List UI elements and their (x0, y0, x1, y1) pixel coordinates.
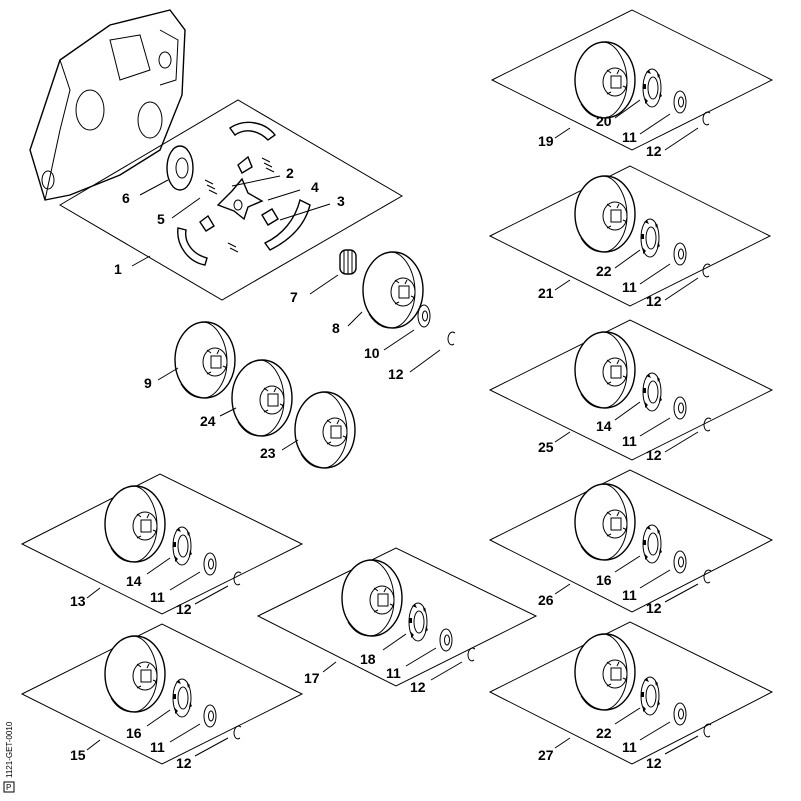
part-label-4: 4 (311, 179, 319, 195)
variant-panel-26 (488, 469, 774, 613)
part-label-24: 24 (200, 413, 216, 429)
part-label-12: 12 (176, 601, 192, 617)
part-label-22: 22 (596, 725, 612, 741)
part-label-3: 3 (337, 193, 345, 209)
part-label-21: 21 (538, 285, 554, 301)
part-label-19: 19 (538, 133, 554, 149)
variant-panel-15 (20, 623, 304, 765)
part-label-9: 9 (144, 375, 152, 391)
part-label-22: 22 (596, 263, 612, 279)
part-label-11: 11 (386, 665, 401, 681)
part-label-14: 14 (596, 418, 612, 434)
variant-panel-17 (256, 547, 538, 687)
part-label-12: 12 (388, 366, 404, 382)
part-label-25: 25 (538, 439, 554, 455)
part-label-11: 11 (622, 587, 637, 603)
part-label-5: 5 (157, 211, 165, 227)
part-label-12: 12 (646, 293, 662, 309)
drum-group-9-24-23 (157, 321, 356, 469)
part-label-12: 12 (410, 679, 426, 695)
part-label-12: 12 (646, 143, 662, 159)
part-label-12: 12 (176, 755, 192, 771)
code-badge-box (3, 781, 15, 793)
part-label-7: 7 (290, 289, 298, 305)
part-label-27: 27 (538, 747, 554, 763)
housing-drawing (29, 9, 186, 201)
part-label-11: 11 (622, 279, 637, 295)
part-label-12: 12 (646, 447, 662, 463)
variant-panel-27 (488, 621, 774, 765)
part-label-26: 26 (538, 592, 554, 608)
part-label-16: 16 (596, 572, 612, 588)
clutch-assembly-panel (59, 99, 403, 301)
part-label-8: 8 (332, 320, 340, 336)
drawing-code: 1121-GET-0010 (5, 721, 14, 778)
variant-panel-13 (20, 473, 304, 615)
code-badge: P (6, 783, 11, 792)
part-label-17: 17 (304, 670, 320, 686)
part-label-13: 13 (70, 593, 86, 609)
part-label-11: 11 (622, 739, 637, 755)
part-label-18: 18 (360, 651, 376, 667)
part-label-15: 15 (70, 747, 86, 763)
variant-panel-21 (488, 165, 772, 307)
part-label-2: 2 (286, 165, 294, 181)
part-label-12: 12 (646, 600, 662, 616)
part-label-12: 12 (646, 755, 662, 771)
part-label-10: 10 (364, 345, 380, 361)
part-label-11: 11 (622, 129, 637, 145)
part-label-11: 11 (622, 433, 637, 449)
drum-group-8 (309, 249, 456, 373)
part-label-20: 20 (596, 113, 612, 129)
part-label-11: 11 (150, 739, 165, 755)
part-label-14: 14 (126, 573, 142, 589)
variant-panel-25 (488, 319, 774, 461)
variant-panel-19 (490, 9, 774, 151)
part-label-6: 6 (122, 190, 130, 206)
part-label-16: 16 (126, 725, 142, 741)
part-label-1: 1 (114, 261, 122, 277)
part-label-23: 23 (260, 445, 276, 461)
part-label-11: 11 (150, 589, 165, 605)
